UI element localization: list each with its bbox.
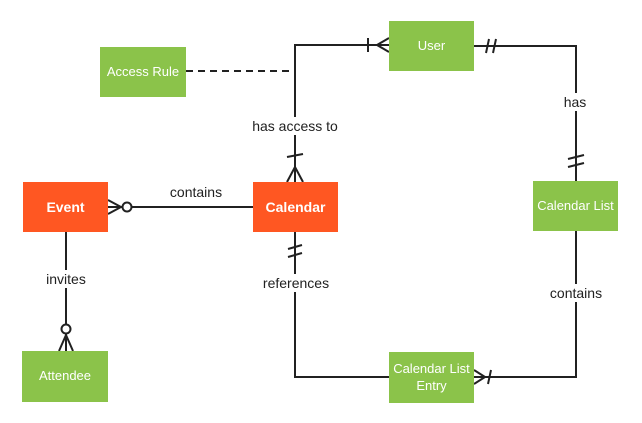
relationship-label-contains: contains: [165, 183, 227, 201]
entity-calendar-list-entry: Calendar List Entry: [389, 352, 474, 403]
relationship-label-references: references: [258, 274, 334, 292]
entity-access-rule: Access Rule: [100, 47, 186, 97]
entity-calendar: Calendar: [253, 182, 338, 232]
cardinality-exactly-one-icon: [567, 154, 585, 168]
crows-foot-many-icon: [473, 369, 486, 385]
edge-calendar-calendar-list-entry: [287, 232, 389, 378]
relationship-label-invites: invites: [42, 270, 90, 288]
entity-label: Access Rule: [106, 63, 180, 79]
relationship-label-has-access-to: has access to: [248, 117, 342, 135]
edge-calendar-user: [286, 37, 390, 183]
entity-label: Attendee: [38, 368, 92, 384]
cardinality-zero-icon: [121, 201, 133, 213]
entity-label: Event: [46, 198, 85, 215]
crows-foot-many-icon: [286, 166, 304, 183]
cardinality-zero-icon: [60, 323, 72, 335]
entity-label: Calendar List Entry: [393, 360, 470, 393]
crows-foot-many-icon: [376, 37, 390, 53]
entity-label: Calendar: [265, 198, 326, 215]
entity-label: User: [417, 37, 446, 53]
cardinality-one-tick-icon: [487, 369, 492, 385]
entity-calendar-list: Calendar List: [533, 181, 618, 231]
cardinality-exactly-one-icon: [485, 38, 497, 54]
entity-event: Event: [23, 182, 108, 232]
entity-attendee: Attendee: [22, 351, 108, 402]
cardinality-exactly-one-icon: [287, 244, 303, 258]
edge-calendar-list-entry-calendar-list: [473, 231, 577, 385]
edge-user-calendar-list: [474, 38, 585, 181]
edge-event-calendar: [107, 199, 253, 215]
relationship-label-contains-2: contains: [545, 284, 607, 302]
edge-event-attendee: [58, 232, 74, 352]
relationship-label-has: has: [559, 93, 591, 111]
entity-user: User: [389, 21, 474, 71]
entity-label: Calendar List: [537, 197, 614, 213]
crows-foot-many-icon: [58, 334, 74, 352]
crows-foot-many-icon: [107, 199, 122, 215]
cardinality-one-tick-icon: [286, 153, 304, 158]
